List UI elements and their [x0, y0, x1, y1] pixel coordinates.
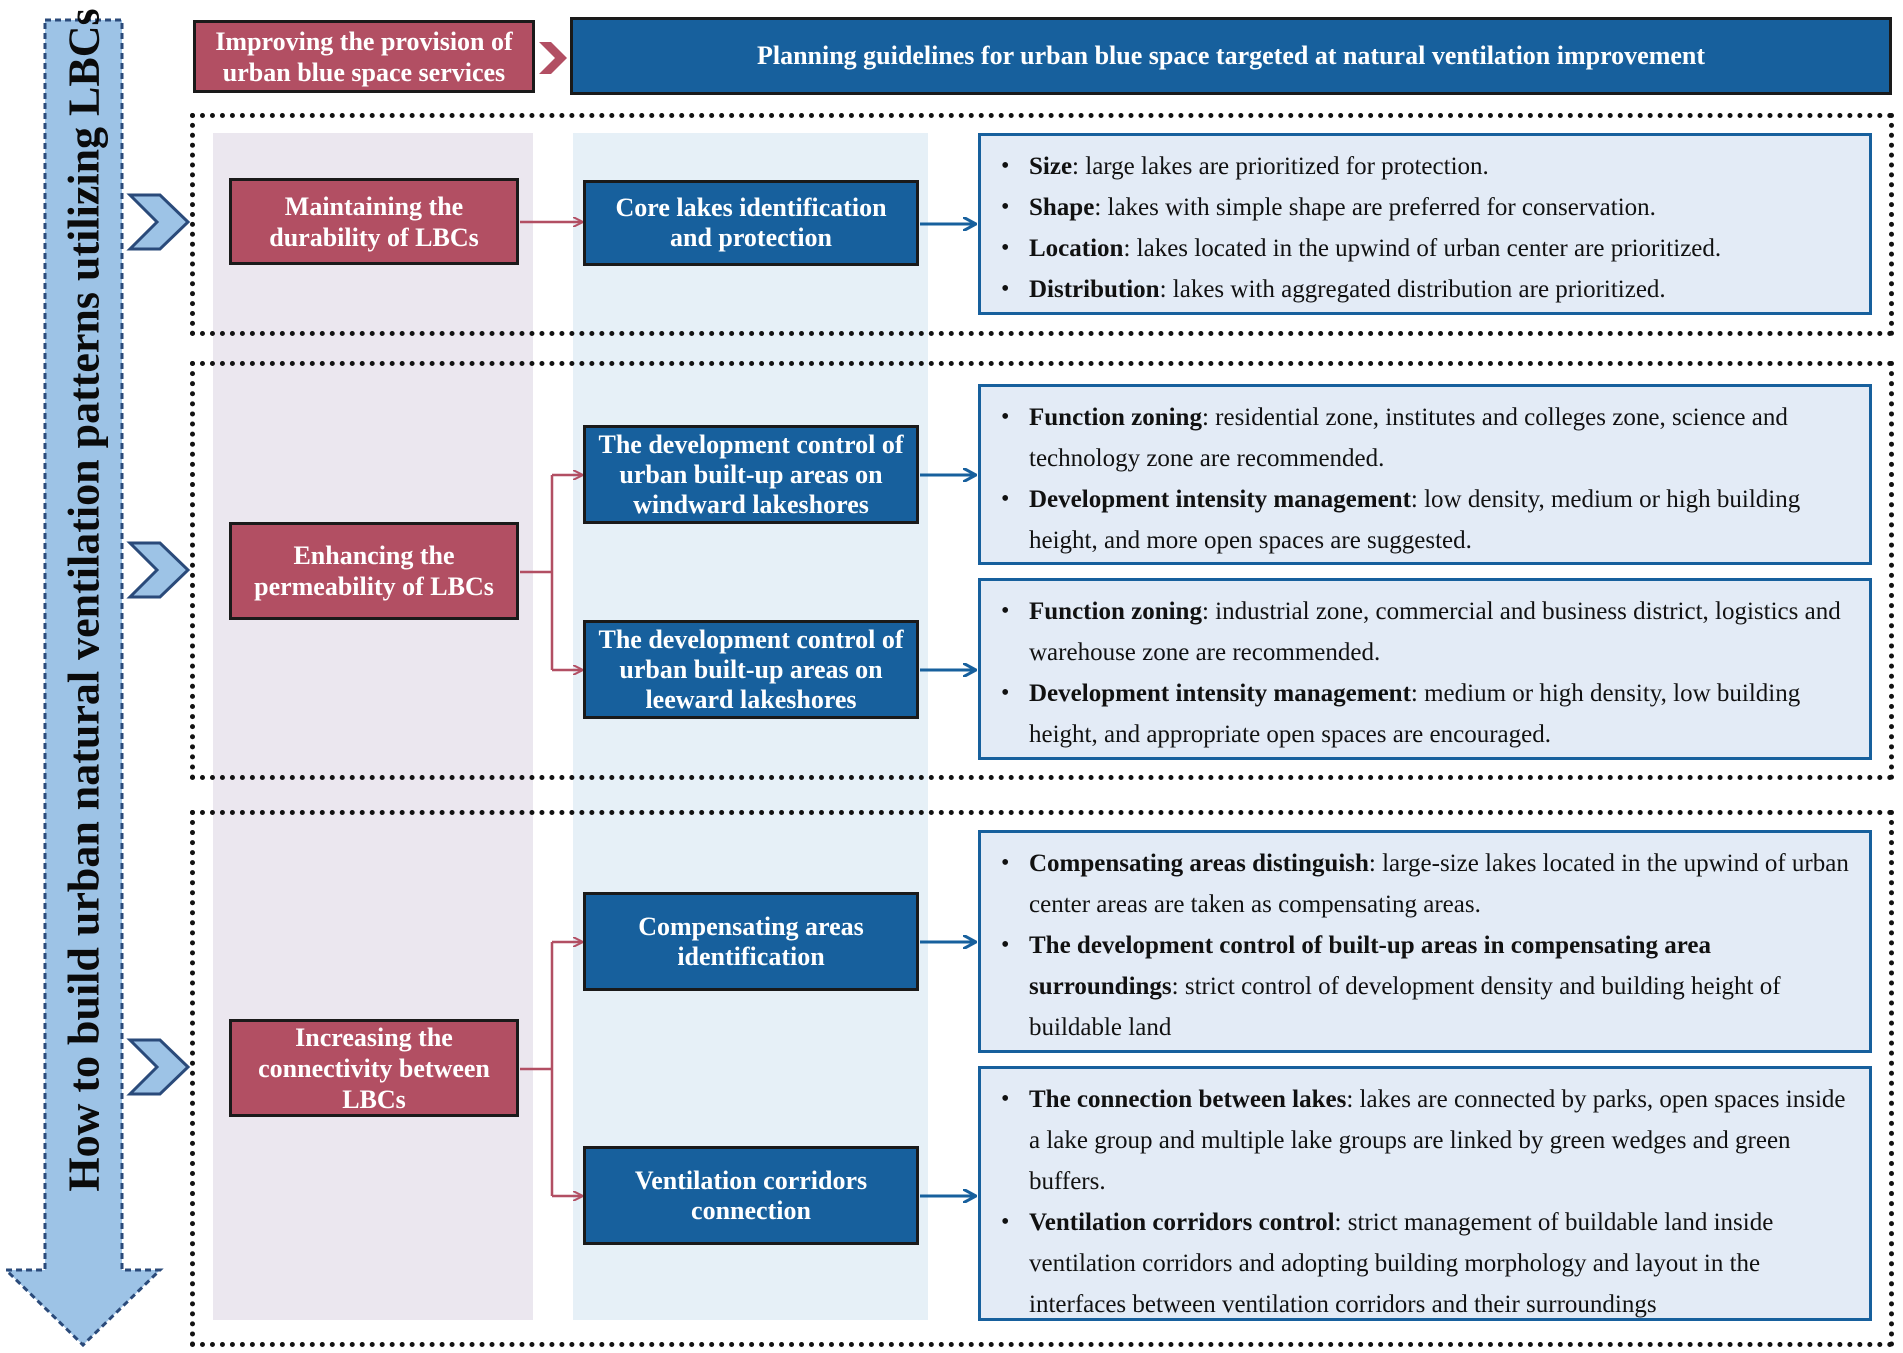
strategy-box-compensating: Compensating areas identification [583, 892, 919, 991]
detail-item-text: : low density, medium or high building h… [1029, 486, 1801, 554]
detail-item: Location: lakes located in the upwind of… [993, 228, 1857, 269]
detail-item-text: : lakes located in the upwind of urban c… [1123, 235, 1722, 262]
detail-item-key: Development intensity management [1029, 486, 1411, 513]
header-chevron-icon [539, 42, 567, 74]
detail-item: The development control of built-up area… [993, 925, 1857, 1048]
detail-item-text: : lakes with aggregated distribution are… [1159, 276, 1666, 303]
detail-item: Size: large lakes are prioritized for pr… [993, 146, 1857, 187]
detail-item-key: Compensating areas distinguish [1029, 850, 1369, 877]
detail-box-core-lakes: Size: large lakes are prioritized for pr… [978, 133, 1872, 315]
group-frame-connectivity [190, 810, 1894, 1347]
detail-box-windward: Function zoning: residential zone, insti… [978, 384, 1872, 565]
group-frame-permeability [190, 361, 1894, 780]
detail-item: Development intensity management: low de… [993, 479, 1857, 561]
detail-item-text: : industrial zone, commercial and busine… [1029, 598, 1841, 666]
detail-item-key: Location [1029, 235, 1124, 262]
detail-item-key: Distribution [1029, 276, 1160, 303]
detail-item-text: : large-size lakes located in the upwind… [1029, 850, 1849, 918]
header-right-box: Planning guidelines for urban blue space… [570, 17, 1892, 95]
strategy-box-corridors: Ventilation corridors connection [583, 1146, 919, 1245]
detail-item-text: : lakes are connected by parks, open spa… [1029, 1086, 1846, 1195]
chevron-right-icon [126, 541, 191, 599]
objective-box-permeability: Enhancing the permeability of LBCs [229, 522, 519, 620]
detail-item: Function zoning: industrial zone, commer… [993, 591, 1857, 673]
detail-item: Compensating areas distinguish: large-si… [993, 843, 1857, 925]
chevron-right-icon [126, 1038, 191, 1096]
detail-item-key: Function zoning [1029, 598, 1202, 625]
header-left-box: Improving the provision of urban blue sp… [193, 20, 535, 93]
side-arrow-label: How to build urban natural ventilation p… [59, 8, 109, 1192]
detail-item-text: : residential zone, institutes and colle… [1029, 404, 1788, 472]
strategy-column-panel [573, 133, 928, 1320]
detail-item-text: : strict management of buildable land in… [1029, 1209, 1774, 1318]
objective-box-connectivity: Increasing the connectivity between LBCs [229, 1019, 519, 1117]
strategy-box-core-lakes: Core lakes identification and protection [583, 180, 919, 266]
side-down-arrow [2, 18, 191, 1348]
detail-item-text: : medium or high density, low building h… [1029, 680, 1801, 748]
strategy-box-windward: The development control of urban built-u… [583, 425, 919, 524]
detail-item-text: : strict control of development density … [1029, 973, 1781, 1041]
objective-column-panel [213, 133, 533, 1320]
detail-item: Shape: lakes with simple shape are prefe… [993, 187, 1857, 228]
detail-item-text: : lakes with simple shape are preferred … [1094, 194, 1656, 221]
detail-item-text: : large lakes are prioritized for protec… [1072, 153, 1489, 180]
detail-item-key: Size [1029, 153, 1073, 180]
strategy-box-leeward: The development control of urban built-u… [583, 620, 919, 719]
detail-box-leeward: Function zoning: industrial zone, commer… [978, 578, 1872, 760]
detail-box-compensating: Compensating areas distinguish: large-si… [978, 830, 1872, 1053]
detail-item: The connection between lakes: lakes are … [993, 1079, 1857, 1202]
detail-item-key: Shape [1029, 194, 1095, 221]
group-frame-durability [190, 113, 1894, 336]
detail-item-key: Ventilation corridors control [1029, 1209, 1335, 1236]
detail-item: Distribution: lakes with aggregated dist… [993, 269, 1857, 310]
chevron-right-icon [126, 193, 191, 251]
objective-box-durability: Maintaining the durability of LBCs [229, 178, 519, 265]
detail-item-key: The development control of built-up area… [1029, 932, 1711, 1000]
detail-item-key: Function zoning [1029, 404, 1202, 431]
detail-box-corridors: The connection between lakes: lakes are … [978, 1066, 1872, 1321]
detail-item-key: Development intensity management [1029, 680, 1411, 707]
detail-item-key: The connection between lakes [1029, 1086, 1347, 1113]
detail-item: Function zoning: residential zone, insti… [993, 397, 1857, 479]
detail-item: Development intensity management: medium… [993, 673, 1857, 755]
detail-item: Ventilation corridors control: strict ma… [993, 1202, 1857, 1325]
